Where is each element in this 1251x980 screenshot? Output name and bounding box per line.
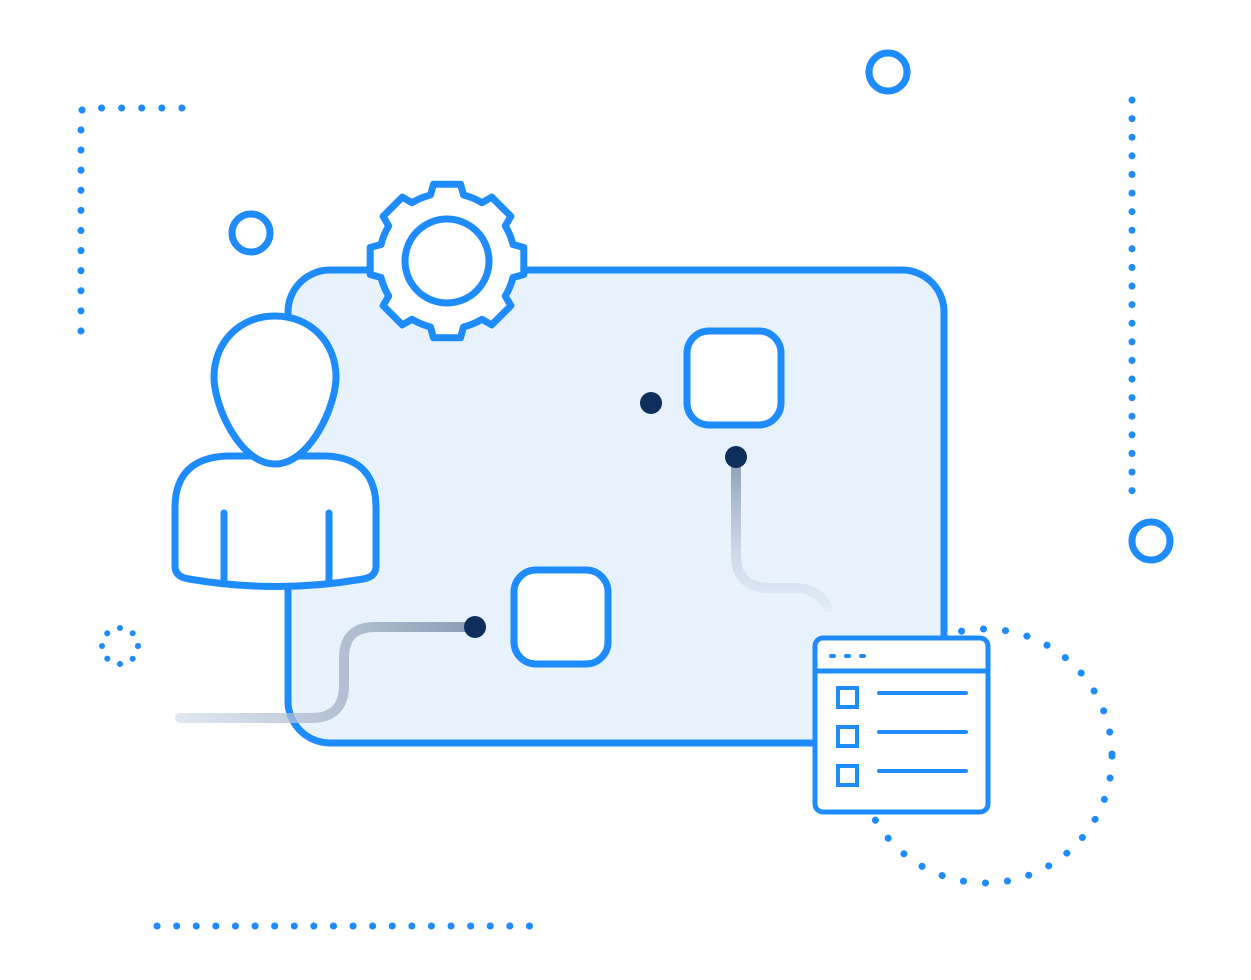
connector-bottom — [175, 622, 479, 723]
checklist-checkbox — [836, 686, 859, 709]
checklist-items — [836, 686, 968, 787]
ring-left — [228, 210, 274, 256]
checklist-checkbox — [836, 725, 859, 748]
person-head — [210, 312, 340, 468]
gear-icon — [366, 180, 528, 342]
dotted-circle-small — [99, 625, 141, 667]
connector-vertical — [731, 453, 833, 613]
node-dot-vertical — [725, 446, 747, 468]
person-body — [171, 452, 380, 590]
node-dot-top — [640, 392, 662, 414]
checklist-window-icon — [812, 635, 991, 815]
gear-center — [401, 215, 493, 307]
person-icon — [171, 312, 380, 590]
decorations — [77, 49, 1174, 930]
node-box-top — [683, 327, 785, 429]
ring-right — [1128, 518, 1174, 564]
ring-top — [865, 49, 911, 95]
dotted-bracket-top-left — [77, 104, 186, 340]
node-box-bottom — [510, 566, 612, 668]
node-dot-bottom — [464, 616, 486, 638]
checklist-checkbox — [836, 764, 859, 787]
connectors — [175, 398, 833, 723]
